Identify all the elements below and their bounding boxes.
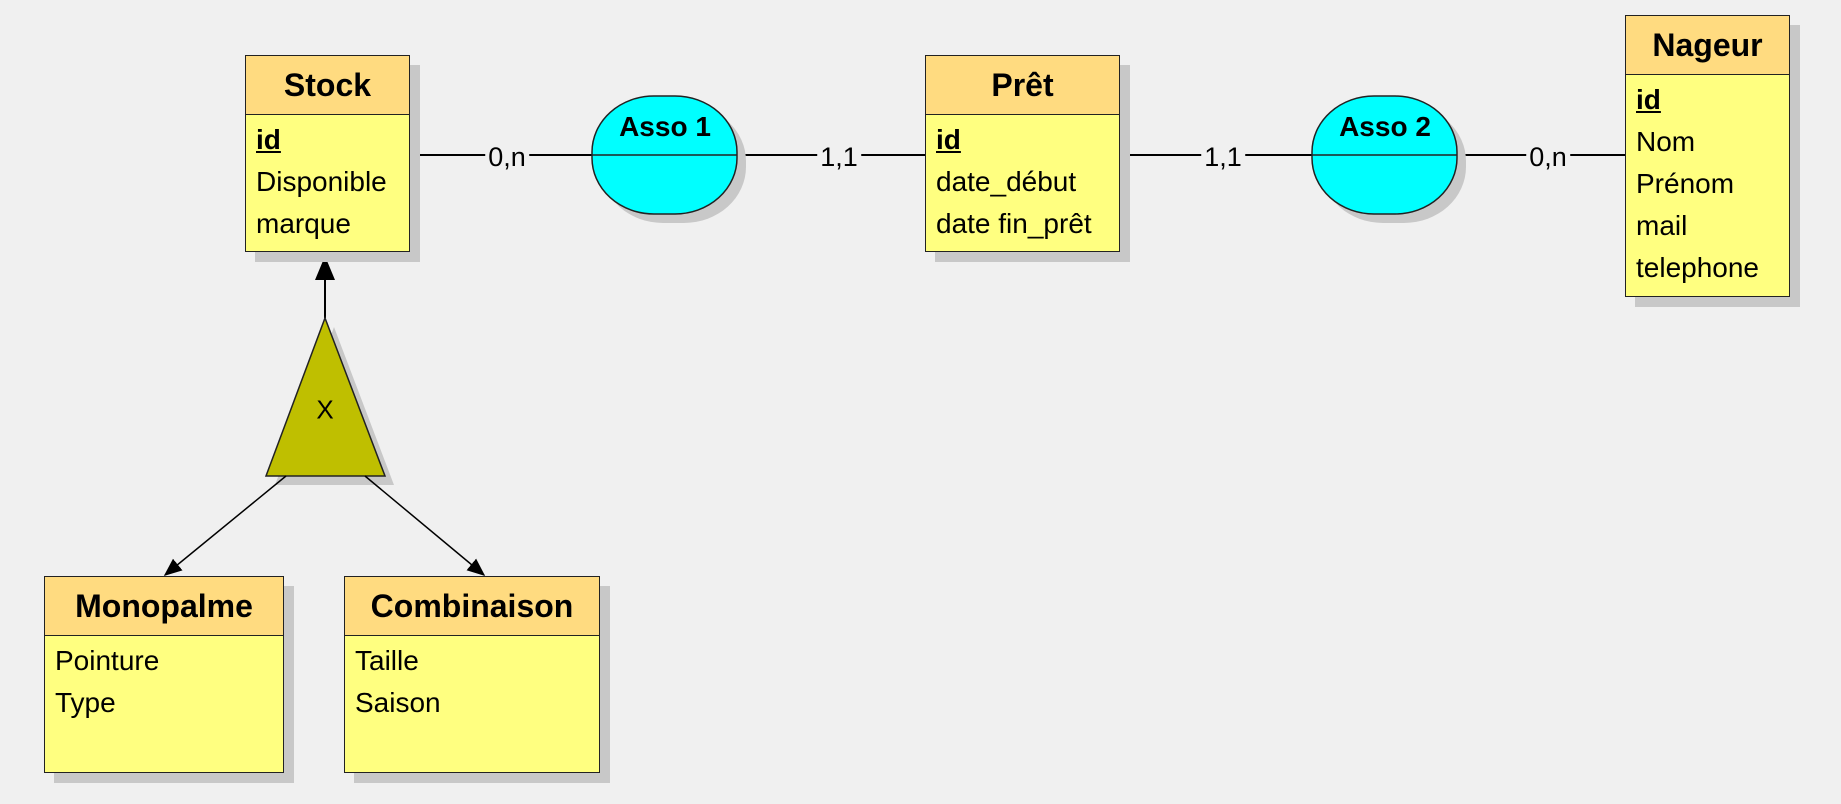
association-asso2[interactable]	[1311, 95, 1466, 223]
cardinality-pret-asso2: 1,1	[1201, 141, 1245, 173]
entity-title: Stock	[246, 56, 409, 115]
association-asso1[interactable]	[591, 95, 746, 223]
attribute-marque: marque	[256, 208, 351, 239]
attribute-mail: mail	[1636, 210, 1688, 241]
attribute-id: id	[936, 124, 961, 155]
attribute-date-debut: date_début	[936, 166, 1077, 197]
attribute-pointure: Pointure	[55, 645, 160, 676]
entity-title: Nageur	[1626, 16, 1789, 75]
attribute-nom: Nom	[1636, 126, 1696, 157]
attribute-type: Type	[55, 687, 116, 718]
entity-title: Prêt	[926, 56, 1119, 115]
entity-title: Combinaison	[345, 577, 599, 636]
attribute-saison: Saison	[355, 687, 441, 718]
inheritance-triangle[interactable]	[264, 315, 394, 485]
attribute-date-fin-pret: date fin_prêt	[936, 208, 1092, 239]
inheritance-label: X	[316, 394, 334, 425]
association-label-asso1: Asso 1	[619, 111, 711, 142]
cardinality-asso1-pret: 1,1	[817, 141, 861, 173]
entity-combinaison[interactable]: Combinaison Taille Saison	[344, 576, 600, 773]
entity-pret[interactable]: Prêt id date_début date fin_prêt	[925, 55, 1120, 252]
attribute-disponible: Disponible	[256, 166, 387, 197]
association-label-asso2: Asso 2	[1339, 111, 1431, 142]
attribute-id: id	[256, 124, 281, 155]
attribute-telephone: telephone	[1636, 252, 1760, 283]
entity-stock[interactable]: Stock id Disponible marque	[245, 55, 410, 252]
entity-title: Monopalme	[45, 577, 283, 636]
inheritance-arrow-to-combinaison	[364, 475, 486, 576]
attribute-id: id	[1636, 84, 1661, 115]
cardinality-asso2-nageur: 0,n	[1526, 141, 1570, 173]
entity-monopalme[interactable]: Monopalme Pointure Type	[44, 576, 284, 773]
attribute-prenom: Prénom	[1636, 168, 1735, 199]
attribute-taille: Taille	[355, 645, 419, 676]
entity-nageur[interactable]: Nageur id Nom Prénom mail telephone	[1625, 15, 1790, 297]
cardinality-stock-asso1: 0,n	[485, 141, 529, 173]
inheritance-arrow-to-monopalme	[163, 475, 287, 576]
